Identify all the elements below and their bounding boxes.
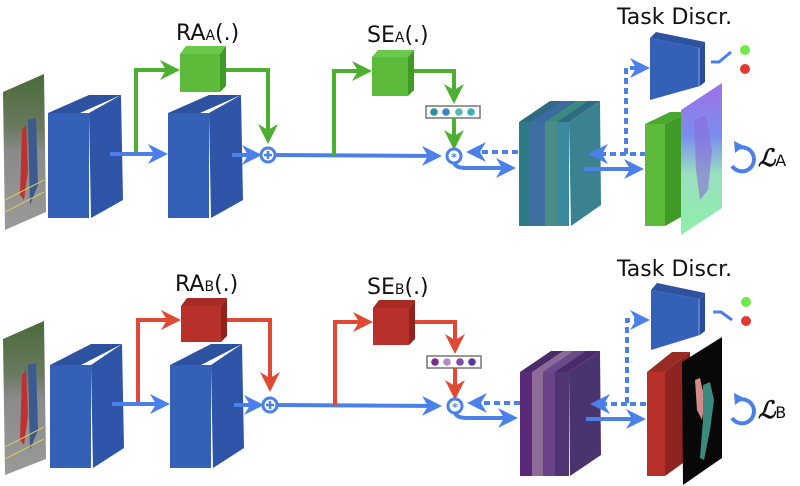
attention-dot bbox=[430, 108, 438, 116]
se-output-arrow-b bbox=[415, 320, 465, 354]
discriminator-switch-a bbox=[711, 50, 732, 64]
input-image-a bbox=[3, 74, 46, 230]
loss-loop-arrowhead-b bbox=[734, 393, 744, 405]
encoder-block-2-b bbox=[170, 344, 244, 468]
loss-label-b: ℒB bbox=[758, 395, 786, 424]
discriminator-switch-b bbox=[713, 310, 733, 322]
ra-label-b: RAB(.) bbox=[175, 272, 238, 297]
multiply-operator-a: * bbox=[445, 147, 463, 165]
output-image-a bbox=[681, 83, 722, 235]
add-operator-a bbox=[259, 146, 277, 164]
ra-input-arrow-a bbox=[134, 60, 180, 154]
ra-output-arrow-b bbox=[227, 318, 280, 392]
attention-dot bbox=[431, 358, 439, 366]
loss-loop-icon-b bbox=[730, 397, 756, 426]
branch-a: RAA(.) SEA(.) bbox=[3, 5, 786, 235]
ra-input-arrow-b bbox=[136, 310, 181, 403]
loss-label-a: ℒA bbox=[758, 143, 786, 172]
add-operator-b bbox=[261, 396, 279, 414]
loss-loop-icon-a bbox=[730, 145, 756, 174]
input-image-b bbox=[3, 321, 46, 475]
task-discriminator-label-a: Task Discr. bbox=[616, 5, 732, 30]
se-label-a: SEA(.) bbox=[367, 23, 429, 48]
real-indicator-dot-a bbox=[740, 45, 750, 55]
attention-vector-a bbox=[425, 105, 481, 119]
encoder-block-1-a bbox=[48, 95, 123, 218]
se-input-arrow-b bbox=[333, 312, 373, 405]
branch-b: RAB(.) SEB(.) bbox=[3, 257, 786, 485]
loss-loop-arrowhead-a bbox=[734, 141, 744, 153]
encoder-block-2-a bbox=[168, 95, 243, 218]
attention-dot bbox=[455, 108, 463, 116]
attention-dot bbox=[442, 108, 450, 116]
se-output-arrow-a bbox=[414, 69, 464, 104]
se-label-b: SEB(.) bbox=[367, 275, 429, 300]
ra-output-arrow-a bbox=[226, 68, 278, 144]
se-module-b bbox=[373, 300, 415, 345]
fake-indicator-dot-b bbox=[741, 316, 751, 326]
real-indicator-dot-b bbox=[741, 297, 751, 307]
task-discriminator-b bbox=[651, 283, 705, 350]
flow-arrow-3-a bbox=[274, 145, 442, 166]
discriminator-dashed-arrow-a bbox=[624, 58, 650, 156]
task-discriminator-a bbox=[650, 32, 705, 100]
flow-arrow-4-a bbox=[452, 158, 516, 178]
ra-module-b bbox=[181, 298, 227, 342]
attention-dot bbox=[443, 358, 451, 366]
attention-dot bbox=[467, 108, 475, 116]
encoder-block-1-b bbox=[50, 344, 124, 468]
multiply-operator-b: * bbox=[446, 397, 464, 415]
svg-text:*: * bbox=[452, 401, 458, 414]
fake-indicator-dot-a bbox=[740, 64, 750, 74]
discriminator-dashed-arrow-b bbox=[625, 310, 650, 406]
attention-dot bbox=[468, 358, 476, 366]
flow-arrow-4-b bbox=[453, 408, 518, 428]
attention-vector-b bbox=[426, 355, 482, 369]
ra-label-a: RAA(.) bbox=[176, 21, 239, 46]
output-image-b bbox=[682, 337, 722, 485]
feature-block-a bbox=[519, 101, 601, 226]
se-module-a bbox=[372, 50, 414, 96]
flow-arrow-3-b bbox=[276, 395, 442, 416]
ra-module-a bbox=[180, 46, 226, 92]
svg-text:*: * bbox=[451, 151, 457, 164]
task-discriminator-label-b: Task Discr. bbox=[616, 257, 732, 282]
attention-dot bbox=[456, 358, 464, 366]
se-input-arrow-a bbox=[332, 61, 372, 155]
feature-block-b bbox=[520, 351, 601, 476]
